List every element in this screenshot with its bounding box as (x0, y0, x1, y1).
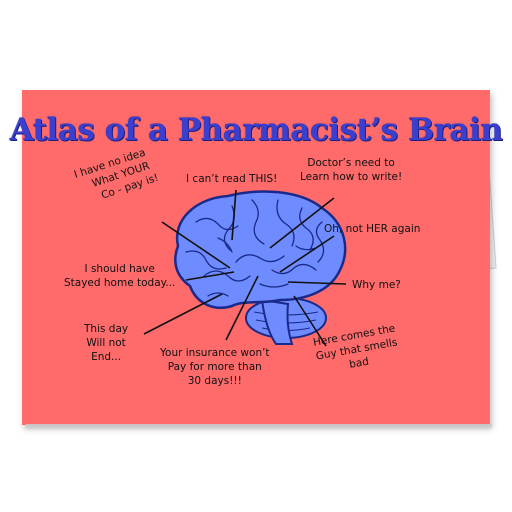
pointer-smells (293, 295, 327, 347)
card-title: Atlas of a Pharmacist’s Brain (9, 112, 503, 148)
brain-folds (185, 199, 325, 297)
label-doctor: Doctor’s need to Learn how to write! (300, 157, 403, 183)
brain-stem-shape (260, 298, 294, 345)
label-stayed: I should have Stayed home today... (64, 263, 176, 289)
pointer-this-day (143, 293, 223, 335)
label-not-her: Oh, not HER again (324, 223, 421, 235)
pointer-why-me (287, 281, 347, 285)
label-insurance: Your insurance won’t Pay for more than 3… (160, 347, 270, 387)
label-cant-read: I can’t read THIS! (186, 173, 278, 185)
pointer-doctor (269, 197, 335, 249)
pointer-insurance (225, 275, 259, 341)
label-this-day: This day Will not End... (84, 323, 129, 363)
pointer-not-her (279, 235, 335, 273)
pointer-copay (161, 221, 231, 269)
card-shadow (26, 424, 492, 430)
label-why-me: Why me? (352, 279, 401, 291)
pointer-cant-read (231, 189, 237, 241)
pointer-lines (143, 189, 347, 347)
cerebrum-shape (174, 190, 347, 309)
pointer-stayed (185, 271, 235, 281)
